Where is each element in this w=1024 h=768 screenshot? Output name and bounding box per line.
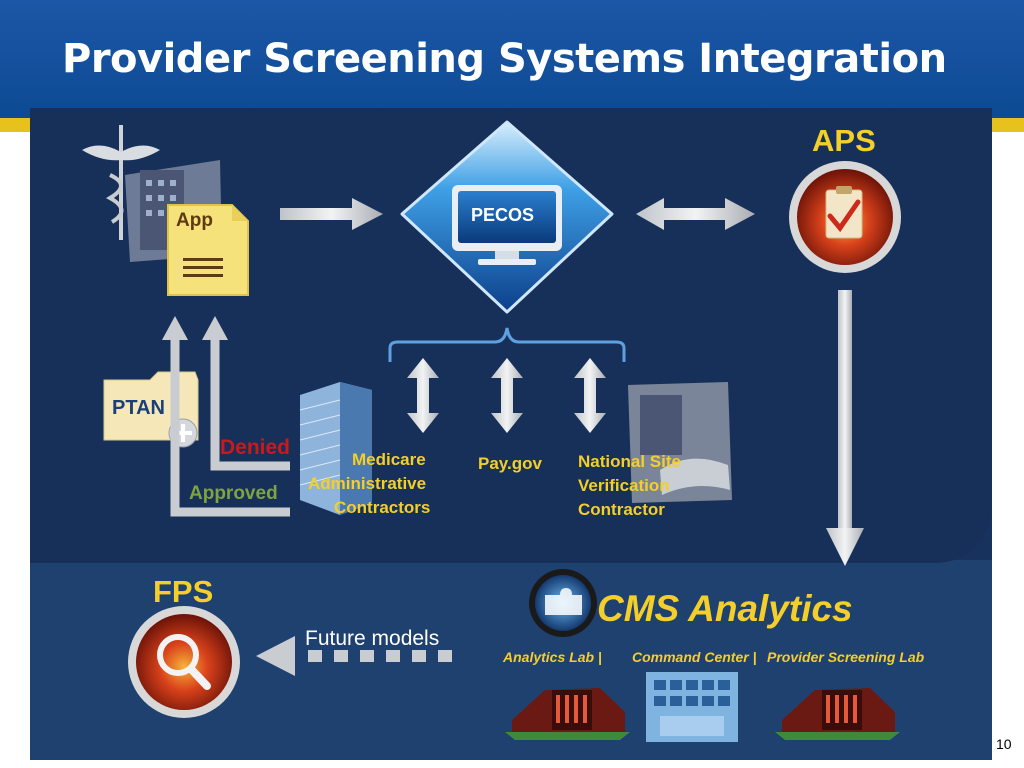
arrow-nsvc bbox=[574, 358, 606, 433]
fps-orb-icon bbox=[128, 606, 240, 718]
app-label: App bbox=[176, 210, 213, 231]
pecos-brace bbox=[388, 327, 626, 362]
pecos-label: PECOS bbox=[471, 205, 535, 225]
puzzle-orb-icon bbox=[529, 569, 597, 637]
analytics-lab-label: Analytics Lab | bbox=[503, 649, 602, 665]
command-center-label: Command Center | bbox=[632, 649, 757, 665]
slide-title: Provider Screening Systems Integration bbox=[62, 36, 947, 82]
header-bar bbox=[0, 0, 1024, 118]
denied-return-arrow bbox=[202, 316, 290, 471]
cms-analytics-label: CMS Analytics bbox=[597, 588, 853, 629]
page-number: 10 bbox=[996, 736, 1012, 752]
nsvc-label-line2: Verification bbox=[578, 476, 670, 495]
arrow-aps-down bbox=[826, 290, 864, 566]
fps-label: FPS bbox=[153, 574, 214, 609]
office-building-icon bbox=[299, 382, 372, 515]
provider-screening-lab-label: Provider Screening Lab bbox=[767, 649, 925, 665]
handshake-building-icon bbox=[628, 382, 732, 503]
caduceus-icon bbox=[82, 125, 160, 240]
ptan-label: PTAN bbox=[112, 397, 165, 419]
denied-label: Denied bbox=[220, 436, 291, 459]
mac-label-line1: Medicare bbox=[352, 450, 426, 469]
arrow-mac bbox=[407, 358, 439, 433]
arrow-app-to-pecos bbox=[280, 198, 383, 230]
provider-lab-building-icon bbox=[775, 688, 900, 740]
paygov-label: Pay.gov bbox=[478, 454, 542, 473]
command-center-icon bbox=[646, 672, 738, 742]
nsvc-label-line3: Contractor bbox=[578, 500, 665, 519]
nsvc-label-line1: National Site bbox=[578, 452, 681, 471]
future-models-label: Future models bbox=[305, 627, 440, 650]
future-models-arrow bbox=[256, 636, 452, 676]
mac-label-line2: Administrative bbox=[308, 474, 427, 493]
arrow-pecos-aps bbox=[636, 198, 755, 230]
analytics-lab-building-icon bbox=[505, 688, 630, 740]
approved-label: Approved bbox=[189, 483, 278, 504]
approved-return-arrow bbox=[162, 316, 290, 517]
pecos-diamond bbox=[400, 120, 614, 314]
app-document-icon bbox=[167, 204, 249, 296]
mac-label-line3: Contractors bbox=[334, 498, 431, 517]
arrow-paygov bbox=[491, 358, 523, 433]
aps-orb-icon bbox=[789, 161, 901, 273]
aps-label: APS bbox=[812, 123, 876, 158]
